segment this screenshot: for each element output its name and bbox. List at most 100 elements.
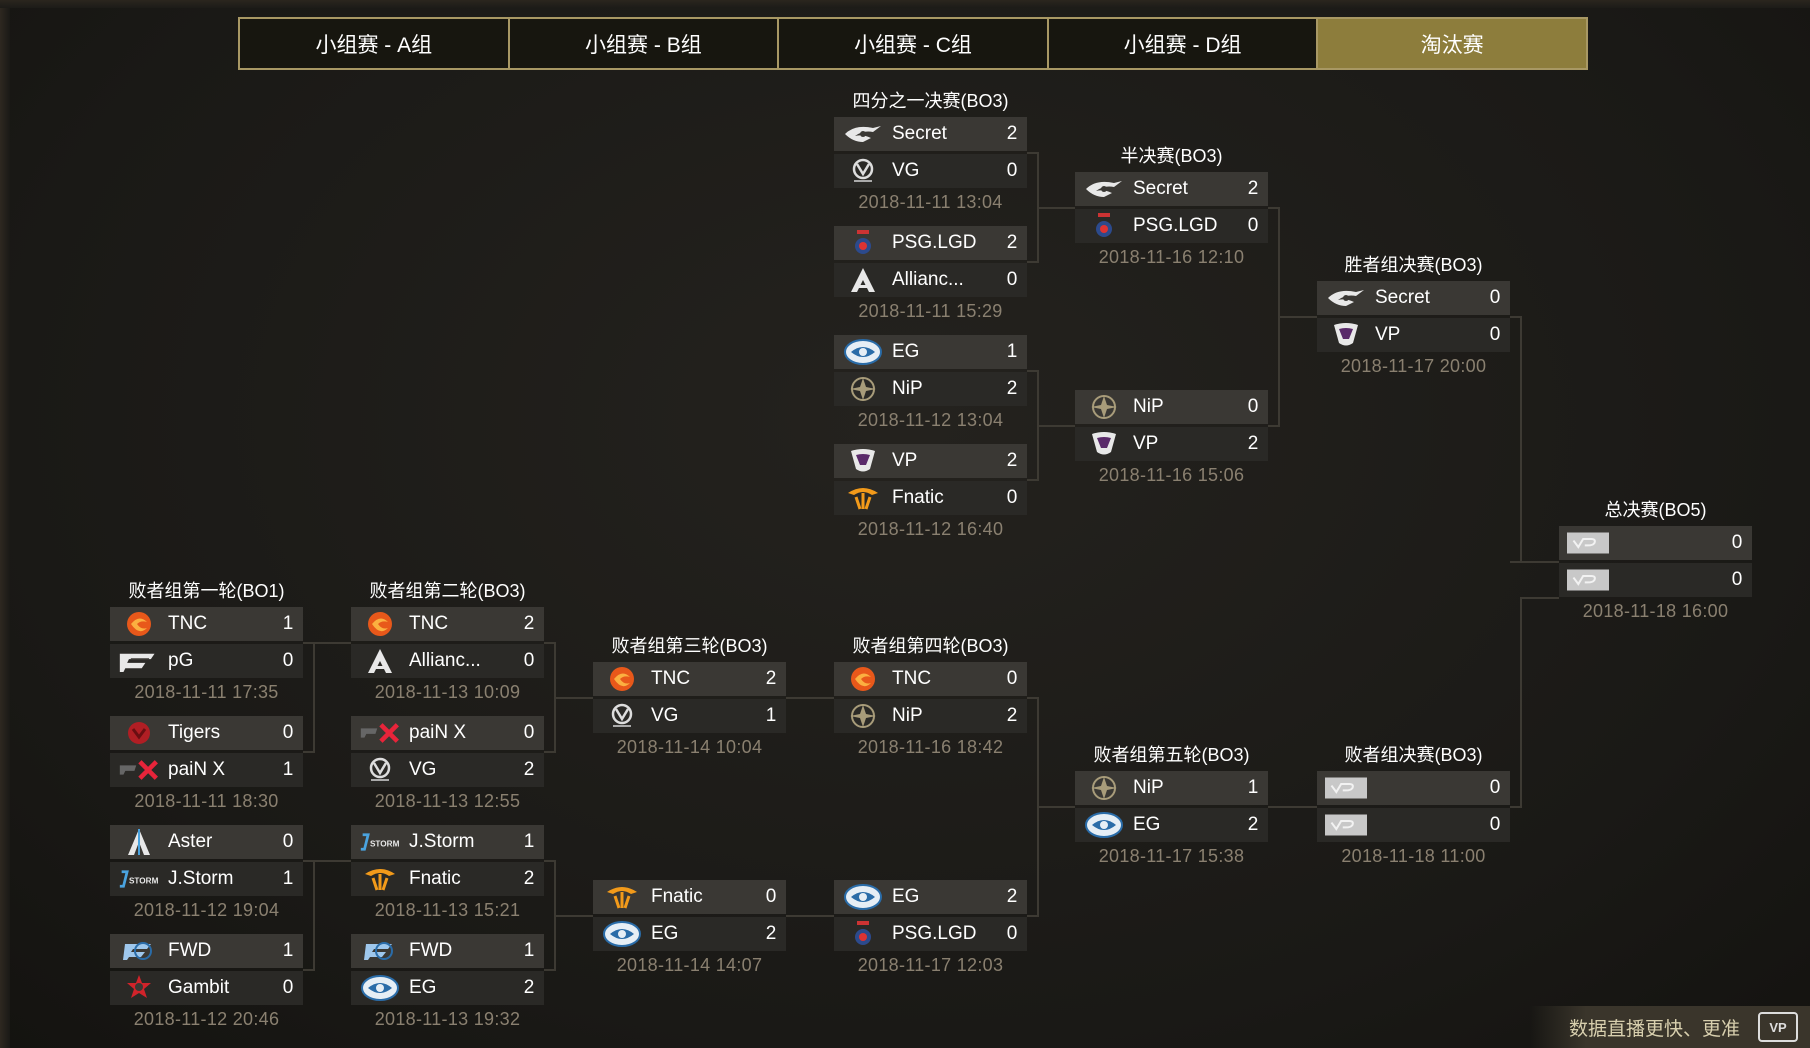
connector-line xyxy=(1520,316,1522,563)
team-row[interactable]: Allianc... 0 xyxy=(351,644,544,678)
team-row[interactable]: VP 0 xyxy=(1317,318,1510,352)
team-row[interactable]: Allianc... 0 xyxy=(834,263,1027,297)
tab-group-d[interactable]: 小组赛 - D组 xyxy=(1049,19,1319,68)
team-row[interactable]: EG 2 xyxy=(593,917,786,951)
lgd-team-icon xyxy=(842,228,884,258)
team-name: PSG.LGD xyxy=(892,232,977,253)
team-row[interactable]: paiN X 1 xyxy=(110,753,303,787)
placeholder-team-icon xyxy=(1325,810,1367,840)
team-row[interactable]: VP 2 xyxy=(1075,427,1268,461)
connector-line xyxy=(313,642,315,753)
team-row[interactable]: STORM J.Storm 1 xyxy=(351,825,544,859)
match-time: 2018-11-12 19:04 xyxy=(133,900,280,920)
team-score: 1 xyxy=(765,705,777,726)
connector-line xyxy=(1027,479,1037,481)
connector-line xyxy=(313,860,315,971)
team-name: Allianc... xyxy=(892,269,964,290)
team-score: 2 xyxy=(523,868,535,889)
painx-team-icon xyxy=(359,718,401,748)
team-row[interactable]: 0 xyxy=(1317,808,1510,842)
match-lb1a: 败者组第一轮(BO1) TNC 1 pG 0 2018-11-11 17:35 xyxy=(110,581,303,703)
placeholder-team-icon xyxy=(1567,565,1609,595)
team-row[interactable]: TNC 2 xyxy=(593,662,786,696)
team-score: 2 xyxy=(765,923,777,944)
team-row[interactable]: Tigers 0 xyxy=(110,716,303,750)
team-row[interactable]: Fnatic 0 xyxy=(593,880,786,914)
placeholder-team-icon xyxy=(1567,528,1609,558)
team-row[interactable]: Gambit 0 xyxy=(110,971,303,1005)
connector-line xyxy=(303,969,313,971)
connector-line xyxy=(544,751,554,753)
team-row[interactable]: Fnatic 2 xyxy=(351,862,544,896)
team-row[interactable]: VG 0 xyxy=(834,154,1027,188)
tab-group-c[interactable]: 小组赛 - C组 xyxy=(779,19,1049,68)
team-row[interactable]: pG 0 xyxy=(110,644,303,678)
connector-line xyxy=(544,642,554,644)
team-row[interactable]: Secret 2 xyxy=(834,117,1027,151)
team-row[interactable]: FWD 1 xyxy=(351,934,544,968)
team-score: 0 xyxy=(1731,569,1743,590)
team-row[interactable]: VP 2 xyxy=(834,444,1027,478)
connector-line xyxy=(1037,207,1075,209)
team-row[interactable]: VG 1 xyxy=(593,699,786,733)
team-row[interactable]: PSG.LGD 0 xyxy=(834,917,1027,951)
team-row[interactable]: 0 xyxy=(1317,771,1510,805)
team-row[interactable]: Aster 0 xyxy=(110,825,303,859)
team-score: 1 xyxy=(282,759,294,780)
tab-group-a[interactable]: 小组赛 - A组 xyxy=(240,19,510,68)
team-row[interactable]: NiP 1 xyxy=(1075,771,1268,805)
team-row[interactable]: VG 2 xyxy=(351,753,544,787)
team-name: Fnatic xyxy=(409,868,461,889)
svg-text:STORM: STORM xyxy=(129,877,159,886)
team-row[interactable]: TNC 2 xyxy=(351,607,544,641)
team-score: 1 xyxy=(1247,777,1259,798)
team-row[interactable]: paiN X 0 xyxy=(351,716,544,750)
tnc-team-icon xyxy=(118,609,160,639)
connector-line xyxy=(303,860,313,862)
tab-group-b[interactable]: 小组赛 - B组 xyxy=(510,19,780,68)
team-row[interactable]: EG 2 xyxy=(1075,808,1268,842)
team-row[interactable]: FWD 1 xyxy=(110,934,303,968)
match-time: 2018-11-13 19:32 xyxy=(374,1009,521,1029)
team-row[interactable]: NiP 0 xyxy=(1075,390,1268,424)
team-row[interactable]: EG 1 xyxy=(834,335,1027,369)
team-row[interactable]: TNC 0 xyxy=(834,662,1027,696)
lgd-team-icon xyxy=(1083,211,1125,241)
match-qf2: PSG.LGD 2 Allianc... 0 2018-11-11 15:29 xyxy=(834,226,1027,322)
match-time: 2018-11-14 14:07 xyxy=(616,955,763,975)
connector-line xyxy=(554,697,593,699)
team-score: 0 xyxy=(1489,287,1501,308)
team-row[interactable]: TNC 1 xyxy=(110,607,303,641)
footer-banner[interactable]: 数据直播更快、更准 VP xyxy=(1530,1006,1810,1048)
team-row[interactable]: Secret 2 xyxy=(1075,172,1268,206)
tab-playoffs[interactable]: 淘汰赛 xyxy=(1318,19,1586,68)
vp-team-icon xyxy=(842,446,884,476)
team-row[interactable]: PSG.LGD 2 xyxy=(834,226,1027,260)
team-score: 0 xyxy=(282,831,294,852)
team-name: TNC xyxy=(409,613,449,634)
team-row[interactable]: STORM J.Storm 1 xyxy=(110,862,303,896)
team-score: 0 xyxy=(523,650,535,671)
team-row[interactable]: 0 xyxy=(1559,563,1752,597)
team-score: 0 xyxy=(282,650,294,671)
team-row[interactable]: NiP 2 xyxy=(834,699,1027,733)
team-row[interactable]: 0 xyxy=(1559,526,1752,560)
round-title: 胜者组决赛(BO3) xyxy=(1344,255,1483,275)
fwd-team-icon xyxy=(118,936,160,966)
team-row[interactable]: NiP 2 xyxy=(834,372,1027,406)
match-time: 2018-11-13 12:55 xyxy=(374,791,521,811)
match-time: 2018-11-16 18:42 xyxy=(857,737,1004,757)
connector-line xyxy=(313,642,351,644)
team-row[interactable]: PSG.LGD 0 xyxy=(1075,209,1268,243)
team-row[interactable]: EG 2 xyxy=(351,971,544,1005)
team-row[interactable]: EG 2 xyxy=(834,880,1027,914)
team-name: EG xyxy=(651,923,679,944)
pg-team-icon xyxy=(118,646,160,676)
tab-bar: 小组赛 - A组 小组赛 - B组 小组赛 - C组 小组赛 - D组 淘汰赛 xyxy=(238,17,1588,70)
team-row[interactable]: Secret 0 xyxy=(1317,281,1510,315)
team-name: TNC xyxy=(168,613,208,634)
team-score: 2 xyxy=(1247,178,1259,199)
secret-team-icon xyxy=(842,119,884,149)
team-row[interactable]: Fnatic 0 xyxy=(834,481,1027,515)
round-title: 败者组第四轮(BO3) xyxy=(852,636,1009,656)
